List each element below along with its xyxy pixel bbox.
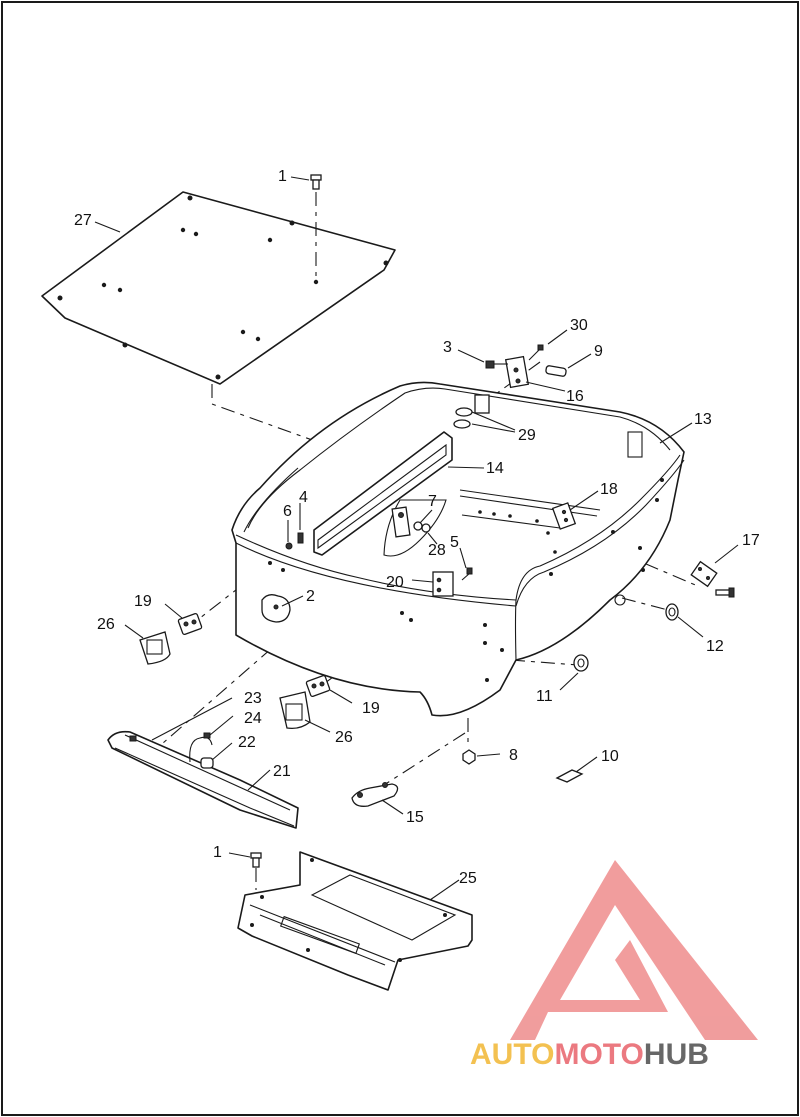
watermark-auto: AUTO	[470, 1038, 554, 1071]
part-1-screw	[250, 852, 262, 868]
callout-11: 11	[536, 688, 553, 705]
callout-17: 17	[742, 532, 760, 549]
part-8-nut	[462, 749, 476, 765]
callout-12: 12	[706, 638, 724, 655]
part-28-nut	[413, 521, 431, 533]
callout-18: 18	[600, 481, 618, 498]
part-26-pad	[139, 631, 171, 665]
part-19-bumper	[305, 674, 331, 698]
callout-9: 9	[594, 343, 603, 360]
part-12-grommet	[665, 603, 679, 621]
callout-22: 22	[238, 734, 256, 751]
callout-13: 13	[694, 411, 712, 428]
part-10-clip	[555, 769, 584, 783]
alignment-line	[621, 597, 669, 611]
callout-14: 14	[486, 460, 504, 477]
part-2-emblem	[261, 594, 291, 623]
alignment-line	[199, 564, 269, 619]
callout-6: 6	[283, 503, 292, 520]
part-4-screw	[297, 532, 304, 544]
part-13-case-body	[231, 381, 685, 717]
part-7-bracket	[391, 506, 411, 538]
part-18-bracket	[551, 502, 577, 530]
callout-20: 20	[386, 574, 404, 591]
part-25-bracket	[237, 851, 473, 991]
callout-27: 27	[74, 212, 92, 229]
callout-3: 3	[443, 339, 452, 356]
part-14-divider	[313, 431, 453, 557]
callout-26: 26	[97, 616, 115, 633]
callout-8: 8	[509, 747, 518, 764]
alignment-line	[383, 732, 466, 786]
callout-28: 28	[428, 542, 446, 559]
part-22-connector	[200, 757, 214, 769]
part-27-mounting-plate	[41, 191, 396, 385]
part-6-washer	[285, 542, 293, 550]
part-24-wire	[189, 732, 213, 763]
part-15-latch	[351, 782, 399, 807]
callout-24: 24	[244, 710, 262, 727]
leader-lines	[94, 176, 739, 901]
callout-25: 25	[459, 870, 477, 887]
callout-29: 29	[518, 427, 536, 444]
watermark-logo: AUTOMOTOHUB	[470, 860, 758, 1071]
callout-2: 2	[306, 588, 315, 605]
watermark-moto: MOTO	[554, 1038, 643, 1071]
part-20-bracket	[432, 571, 454, 597]
callout-1: 1	[278, 168, 287, 185]
callout-5: 5	[450, 534, 459, 551]
part-17-plate	[690, 560, 735, 598]
callouts: 1 27 30 3 9 16 29 13 14 4 6 7 18 28 5 17…	[74, 168, 760, 887]
alignment-line	[510, 659, 579, 666]
callout-4: 4	[299, 489, 308, 506]
alignment-line	[154, 647, 273, 751]
watermark-triangle-mark	[510, 860, 758, 1040]
callout-30: 30	[570, 317, 588, 334]
callout-19: 19	[362, 700, 380, 717]
part-5-screw	[461, 567, 473, 581]
callout-21: 21	[273, 763, 291, 780]
alignment-line	[589, 539, 701, 588]
callout-10: 10	[601, 748, 619, 765]
callout-15: 15	[406, 809, 424, 826]
part-30-screw	[528, 344, 544, 361]
watermark-text: AUTOMOTOHUB	[470, 1038, 709, 1071]
callout-19: 19	[134, 593, 152, 610]
part-1-screw	[310, 174, 322, 190]
part-9-pin	[545, 365, 567, 377]
watermark-hub: HUB	[644, 1038, 709, 1071]
callout-26: 26	[335, 729, 353, 746]
callout-16: 16	[566, 388, 584, 405]
part-3-screw	[485, 360, 508, 369]
callout-7: 7	[428, 493, 437, 510]
callout-1: 1	[213, 844, 222, 861]
part-29-spacers	[453, 407, 473, 429]
part-19-bumper	[177, 612, 203, 636]
part-16-hinge	[474, 355, 530, 414]
part-11-grommet	[573, 654, 589, 672]
callout-23: 23	[244, 690, 262, 707]
part-21-light-bar	[107, 730, 299, 829]
